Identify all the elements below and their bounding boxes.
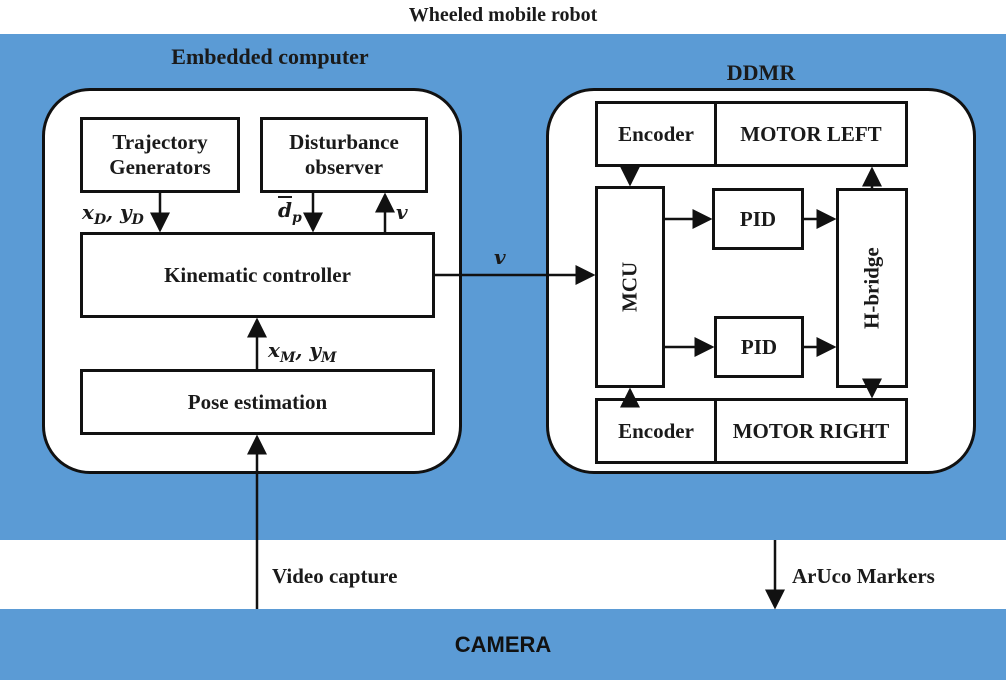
label-dp-hat: dp [278,198,302,226]
label-v-feedback: v [396,200,408,224]
pid-top-block: PID [712,188,804,250]
aruco-markers-label: ArUco Markers [792,564,935,588]
pid-bottom-block: PID [714,316,804,378]
disturbance-observer-block: Disturbance observer [260,117,428,193]
pose-estimation-block: Pose estimation [80,369,435,435]
h-bridge-block: H-bridge [836,188,908,388]
embedded-computer-title: Embedded computer [171,44,369,69]
label-v-link: v [494,245,506,269]
motor-right-block: MOTOR RIGHT [714,398,908,464]
video-capture-label: Video capture [272,564,398,588]
mcu-block: MCU [595,186,665,388]
label-xm-ym: xM, yM [268,338,337,366]
camera-block: CAMERA [0,609,1006,680]
kinematic-controller-block: Kinematic controller [80,232,435,318]
label-xd-yd: xD, yD [82,200,144,228]
trajectory-generators-block: Trajectory Generators [80,117,240,193]
diagram-title: Wheeled mobile robot [408,4,598,26]
motor-left-block: MOTOR LEFT [714,101,908,167]
encoder-right-block: Encoder [595,398,717,464]
ddmr-title: DDMR [726,60,796,85]
encoder-left-block: Encoder [595,101,717,167]
